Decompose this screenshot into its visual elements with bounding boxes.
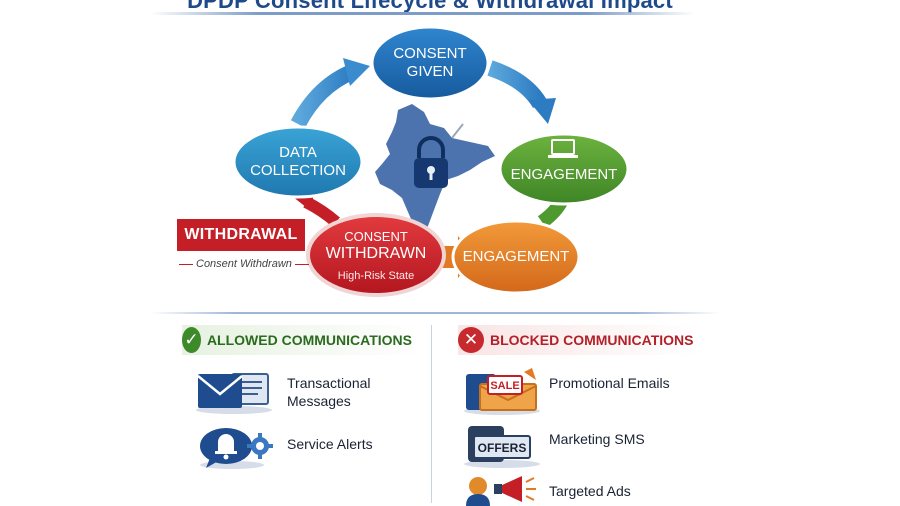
node-consent-withdrawn: CONSENT WITHDRAWN High-Risk State <box>325 228 427 283</box>
offers-phone-icon: OFFERS <box>464 426 540 468</box>
arrow-collection-to-given <box>290 64 356 128</box>
arrow-given-to-engagement <box>487 60 547 109</box>
withdrawal-tag: WITHDRAWAL <box>177 219 305 251</box>
lock-icon <box>414 136 448 188</box>
sale-badge: SALE <box>490 380 519 392</box>
node-consent-given: CONSENT GIVEN <box>393 45 467 80</box>
lifecycle-diagram <box>232 25 630 297</box>
page-title: DPDP Consent Lifecycle & Withdrawal Impa… <box>187 0 673 13</box>
node-consent-withdrawn-shape <box>306 213 446 297</box>
column-divider <box>431 325 432 503</box>
envelope-icon <box>196 373 272 414</box>
bell-gear-icon <box>200 428 273 469</box>
node-engagement-bottom-shape <box>451 219 581 295</box>
title-underline <box>150 12 695 15</box>
blocked-item-promotional: Promotional Emails <box>549 375 670 391</box>
node-engagement-top-shape <box>498 132 630 206</box>
check-icon: ✓ <box>182 327 201 353</box>
node-engagement-top: ENGAGEMENT <box>510 166 618 184</box>
allowed-item-service-alerts: Service Alerts <box>287 436 373 452</box>
laptop-icon <box>548 139 578 158</box>
node-consent-given-shape <box>370 25 490 101</box>
blocked-item-targeted-ads: Targeted Ads <box>549 483 631 499</box>
x-icon: ✕ <box>458 327 484 353</box>
node-data-collection-shape <box>232 125 364 199</box>
blocked-heading: ✕ BLOCKED COMMUNICATIONS <box>458 325 698 355</box>
blocked-item-marketing-sms: Marketing SMS <box>549 431 645 447</box>
offers-badge: OFFERS <box>478 441 527 455</box>
section-divider <box>150 312 720 314</box>
sale-envelope-icon: SALE <box>464 368 540 415</box>
allowed-heading: ✓ ALLOWED COMMUNICATIONS <box>182 325 420 355</box>
megaphone-person-icon <box>466 476 536 506</box>
withdrawal-tag-caption: Consent Withdrawn <box>176 258 316 270</box>
node-engagement-bottom: ENGAGEMENT <box>462 248 570 266</box>
node-data-collection: DATA COLLECTION <box>250 144 346 179</box>
allowed-item-transactional: Transactional Messages <box>287 375 371 409</box>
